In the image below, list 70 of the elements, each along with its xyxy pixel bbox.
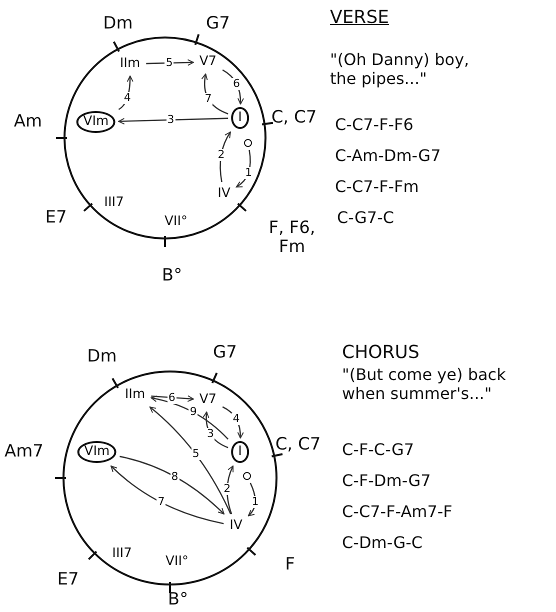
lyric-quote: "(Oh Danny) boy, the pipes...": [330, 50, 470, 88]
arrow: [110, 466, 224, 524]
edge-label: 1: [250, 496, 260, 508]
start-circle: [244, 139, 252, 147]
roman-numeral: VII°: [161, 213, 191, 231]
roman-numeral: IV: [214, 185, 234, 203]
edge-label: 3: [206, 428, 215, 440]
chord-name: E7: [45, 208, 67, 228]
edge-label: 8: [170, 470, 180, 483]
roman-numeral: V7: [196, 53, 220, 71]
chord-progression: C-C7-F-Fm: [335, 177, 419, 196]
roman-numeral: III7: [101, 194, 127, 212]
edge-label: 7: [156, 496, 166, 508]
edge-label: 7: [204, 92, 213, 105]
roman-numeral: IIm: [116, 55, 144, 73]
roman-numeral: IIm: [122, 386, 148, 404]
section-heading: VERSE: [330, 8, 389, 27]
edge-label: 9: [188, 406, 198, 418]
edge-label: 2: [216, 148, 226, 161]
arrow: [202, 74, 228, 114]
roman-numeral: III7: [109, 545, 135, 563]
arrow: [202, 412, 228, 448]
chord-name: B°: [162, 266, 182, 286]
chord-name: F, F6, Fm: [268, 219, 316, 257]
chord-name: F: [285, 556, 295, 574]
arrow: [149, 406, 232, 514]
circled-roman-numeral: I: [231, 441, 249, 463]
arrow: [118, 118, 228, 124]
edge-label: 4: [122, 92, 132, 104]
chord-name: Dm: [103, 14, 133, 34]
chord-name: Am7: [4, 442, 44, 462]
chord-progression: C-C7-F-F6: [335, 115, 414, 134]
chord-progression: C-F-Dm-G7: [342, 471, 431, 490]
chord-name: G7: [206, 14, 230, 34]
edge-label: 2: [222, 483, 232, 496]
edge-label: 6: [232, 78, 241, 90]
circled-roman-numeral: VIm: [76, 111, 116, 133]
chord-name: C, C7: [271, 108, 317, 128]
chord-name: Dm: [87, 348, 117, 366]
circled-roman-numeral: VIm: [77, 441, 117, 463]
arrow: [222, 69, 244, 104]
chord-progression: C-C7-F-Am7-F: [342, 502, 452, 521]
edge-label: 5: [164, 56, 174, 69]
chord-name: G7: [213, 344, 237, 362]
section-heading: CHORUS: [342, 343, 420, 362]
edge-label: 6: [167, 392, 176, 404]
chord-name: E7: [57, 570, 79, 590]
chord-progression: C-G7-C: [337, 208, 394, 227]
arrow: [150, 396, 229, 440]
chord-progression: C-Dm-G-C: [342, 533, 423, 552]
circled-roman-numeral: I: [231, 107, 249, 129]
edge-label: 4: [232, 412, 241, 425]
lyric-quote: "(But come ye) back when summer's...": [342, 365, 507, 403]
chord-progression: C-Am-Dm-G7: [335, 146, 441, 165]
arrow: [120, 456, 224, 514]
chord-name: Am: [14, 112, 42, 132]
arrow: [226, 466, 234, 514]
chord-name: C, C7: [275, 436, 321, 454]
arrow: [146, 59, 194, 66]
roman-numeral: VII°: [162, 553, 192, 571]
arrow: [220, 132, 231, 182]
roman-numeral: V7: [196, 391, 220, 409]
chord-name: B°: [168, 590, 188, 610]
edge-label: 5: [191, 448, 200, 460]
roman-numeral: IV: [226, 517, 246, 535]
edge-label: 1: [244, 166, 253, 179]
edge-label: 3: [166, 114, 176, 126]
start-circle: [243, 472, 251, 480]
chord-progression: C-F-C-G7: [342, 440, 414, 459]
arrow: [151, 395, 194, 402]
